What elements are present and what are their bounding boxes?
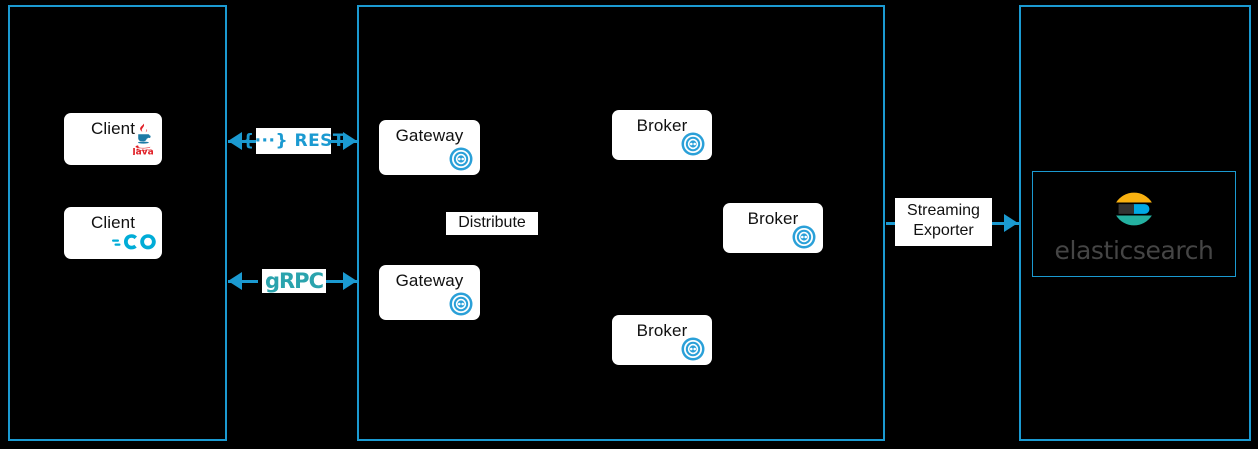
distribute-label: Distribute bbox=[446, 212, 538, 235]
protocol-badge-rest: {···} REST bbox=[242, 128, 345, 154]
gateway-node-2[interactable]: Gateway bbox=[379, 265, 480, 320]
rest-line-left bbox=[228, 140, 258, 143]
client-node-go[interactable]: Client bbox=[64, 207, 162, 259]
broker-node-2[interactable]: Broker bbox=[723, 203, 823, 253]
broker-node-3[interactable]: Broker bbox=[612, 315, 712, 365]
pulsar-icon bbox=[681, 337, 705, 361]
client-node-java[interactable]: Client Java bbox=[64, 113, 162, 165]
gateway-node-1-label: Gateway bbox=[395, 126, 464, 145]
grpc-line-right bbox=[326, 280, 358, 283]
elasticsearch-wordmark: elasticsearch bbox=[1054, 236, 1214, 265]
go-icon bbox=[112, 234, 156, 250]
grpc-arrow-right bbox=[343, 272, 357, 290]
pulsar-icon bbox=[449, 147, 473, 171]
grpc-arrow-left bbox=[228, 272, 242, 290]
pulsar-icon bbox=[792, 225, 816, 249]
elasticsearch-card[interactable]: elasticsearch bbox=[1032, 171, 1236, 277]
zone-cluster bbox=[357, 5, 885, 441]
grpc-line-left bbox=[228, 280, 258, 283]
protocol-badge-grpc: gRPC bbox=[262, 269, 326, 293]
gateway-node-1[interactable]: Gateway bbox=[379, 120, 480, 175]
broker-node-1[interactable]: Broker bbox=[612, 110, 712, 160]
exporter-arrow bbox=[1004, 214, 1018, 232]
pulsar-icon bbox=[449, 292, 473, 316]
pulsar-icon bbox=[681, 132, 705, 156]
broker-node-2-label: Broker bbox=[747, 209, 799, 228]
elasticsearch-logo-icon bbox=[1116, 192, 1152, 226]
gateway-node-2-label: Gateway bbox=[395, 271, 464, 290]
streaming-exporter-label: Streaming Exporter bbox=[895, 198, 992, 246]
zone-storage bbox=[1019, 5, 1251, 441]
broker-node-3-label: Broker bbox=[636, 321, 688, 340]
client-node-go-label: Client bbox=[90, 213, 136, 232]
rest-arrow-right bbox=[343, 132, 357, 150]
java-wordmark: Java bbox=[131, 148, 153, 155]
client-node-java-label: Client bbox=[90, 119, 136, 138]
zone-client bbox=[8, 5, 227, 441]
broker-node-1-label: Broker bbox=[636, 116, 688, 135]
java-icon: Java bbox=[131, 123, 154, 155]
rest-arrow-left bbox=[228, 132, 242, 150]
